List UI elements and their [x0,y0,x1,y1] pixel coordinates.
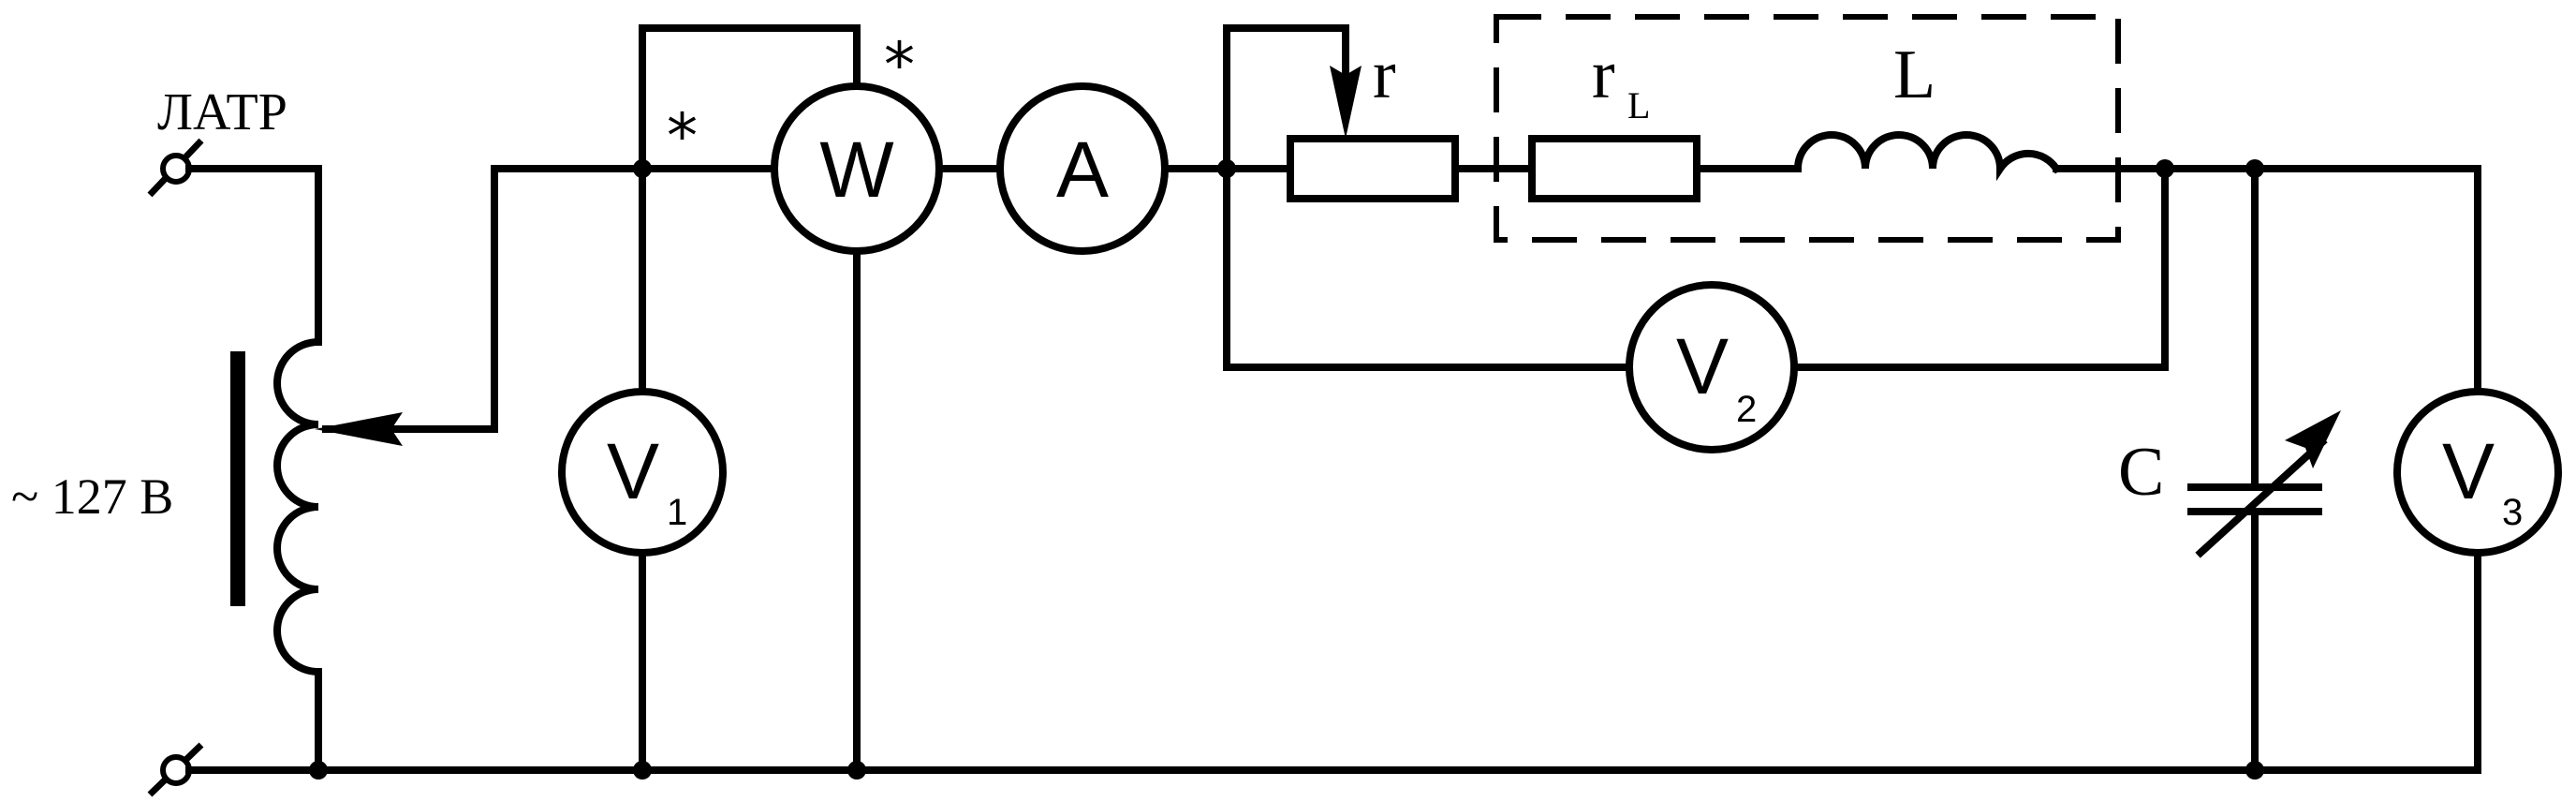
coil-enclosure [1494,14,2121,243]
wattmeter-circle [771,82,943,255]
voltmeter-v3: V 3 [2393,388,2562,557]
inductor-label: L [1893,37,1936,113]
junction-v2-left [1217,159,1236,178]
ammeter-symbol: A [1056,126,1109,214]
wattmeter-voltage-star: * [884,29,915,101]
variable-capacitor [2187,165,2341,774]
resistor-r-label: r [1373,37,1396,113]
autotransformer [230,165,498,774]
transformer-core [230,351,245,606]
ammeter-circle [996,82,1169,255]
v2-index: 2 [1736,389,1757,430]
rheostat-r [1223,24,1459,202]
resistor-rl [1528,135,1700,202]
wattmeter-voltage-loop [639,24,861,172]
v2-circle [1626,281,1798,453]
junction-c-bottom [2245,761,2264,780]
v3-circle [2393,388,2562,557]
junction-v1-bottom [633,761,652,780]
v3-index: 3 [2502,492,2523,533]
ammeter: A [996,82,1169,255]
capacitor-label: C [2118,434,2164,511]
junction-v2-right [2156,159,2174,178]
rheostat-arrow-icon [1330,66,1362,139]
capacitor-adjust-line [2195,437,2328,558]
autotransformer-slider-wire [322,165,498,433]
junction-c-top [2245,159,2264,178]
latr-label: ЛАТР [157,83,287,141]
terminal-bottom [147,742,204,797]
resistor-r [1287,135,1459,202]
inductor-l [1793,131,2062,182]
wattmeter-current-star: * [667,100,698,172]
transformer-winding [273,165,322,774]
supply-voltage-label: ~ 127 В [11,468,173,525]
resistor-rl-label: r [1592,37,1615,113]
junction-w-bottom [847,761,866,780]
junction-latr-bottom [309,761,328,780]
v3-symbol: V [2442,427,2495,515]
rheostat-wiper-wire [1223,24,1349,172]
v1-circle [558,388,727,557]
wire-v2-left [1223,165,1633,371]
wattmeter-symbol: W [819,126,893,214]
wattmeter: W [771,82,943,255]
v1-symbol: V [607,427,659,515]
wire-v2-right [1790,165,2169,371]
resistor-rl-subscript: L [1627,84,1650,126]
junction-v1-top [633,159,652,178]
v2-symbol: V [1676,322,1729,410]
capacitor-arrow-icon [2285,410,2341,468]
slider-arrow-icon [315,412,403,446]
v1-index: 1 [667,492,687,533]
voltmeter-v1: V 1 [558,388,727,557]
voltmeter-v2: V 2 [1626,281,1798,453]
